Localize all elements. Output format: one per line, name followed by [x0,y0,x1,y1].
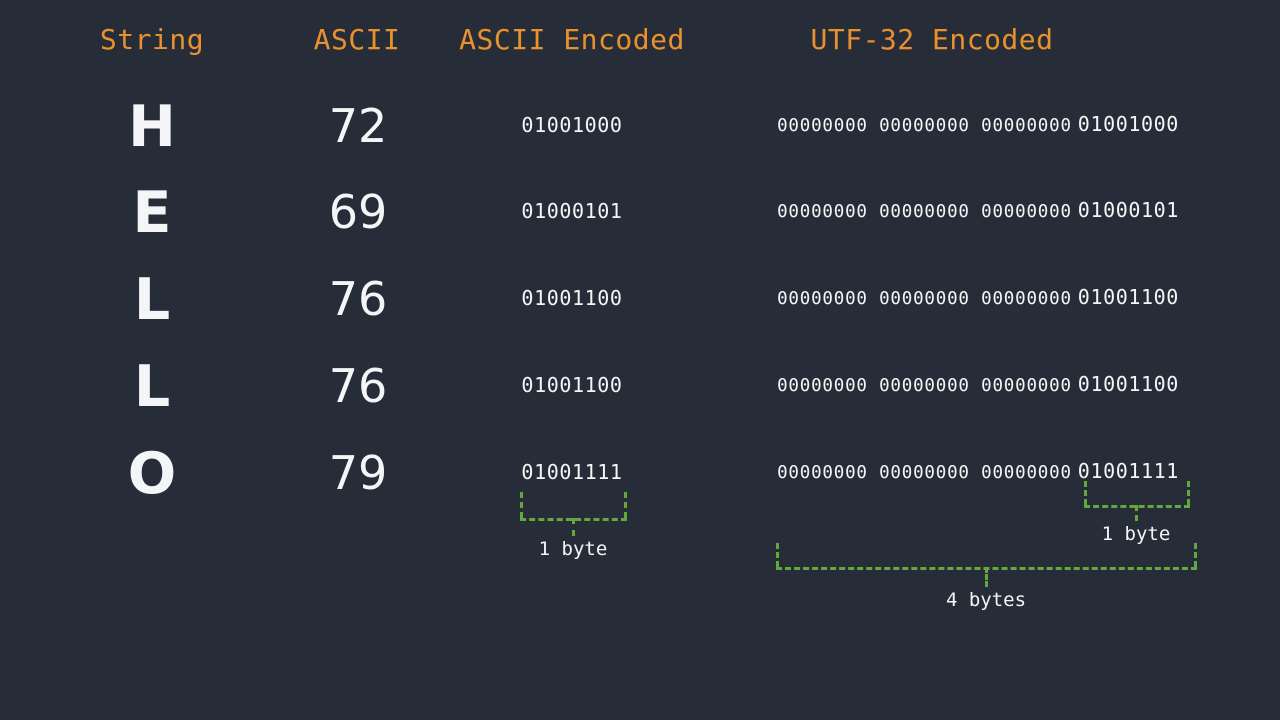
bracket-left-tick [776,543,779,567]
row-ascii-encoded: 01000101 [521,199,623,223]
row-ascii-code: 69 [328,185,388,239]
utf32-padding-bytes: 00000000 00000000 00000000 [777,289,1072,309]
utf32-padding-bytes: 00000000 00000000 00000000 [777,376,1072,396]
row-character: L [133,354,171,420]
row-character: E [132,180,172,246]
row-ascii-encoded: 01001100 [521,286,623,310]
row-ascii-code: 76 [328,272,388,326]
bracket-left-tick [1084,481,1087,505]
table-row: O 79 01001111 00000000 00000000 00000000… [0,442,1280,528]
bracket-stem [572,518,575,536]
utf32-payload-byte: 01001111 [1077,459,1179,483]
row-ascii-encoded: 01001000 [521,113,623,137]
bracket-label: 1 byte [1101,523,1171,545]
utf32-padding-bytes: 00000000 00000000 00000000 [777,463,1072,483]
bracket-right-tick [1187,481,1190,505]
bracket-right-tick [1194,543,1197,567]
utf32-one-byte-bracket: 1 byte [1084,481,1191,561]
column-header-utf32-encoded: UTF-32 Encoded [810,23,1054,56]
utf32-payload-byte: 01000101 [1077,198,1179,222]
utf32-padding-bytes: 00000000 00000000 00000000 [777,116,1072,136]
row-ascii-code: 79 [328,446,388,500]
column-header-ascii: ASCII [313,23,401,56]
table-row: L 76 01001100 00000000 00000000 00000000… [0,268,1280,354]
bracket-left-tick [520,492,523,518]
ascii-one-byte-bracket: 1 byte [520,492,627,572]
bracket-label: 1 byte [538,538,608,560]
row-ascii-encoded: 01001111 [521,460,623,484]
utf32-payload-byte: 01001100 [1077,372,1179,396]
utf32-four-bytes-bracket: 4 bytes [776,543,1198,633]
bracket-stem [1135,505,1138,521]
table-row: L 76 01001100 00000000 00000000 00000000… [0,355,1280,441]
bracket-right-tick [624,492,627,518]
utf32-padding-bytes: 00000000 00000000 00000000 [777,202,1072,222]
row-character: O [127,441,177,507]
row-ascii-code: 76 [328,359,388,413]
row-ascii-encoded: 01001100 [521,373,623,397]
utf32-payload-byte: 01001000 [1077,112,1179,136]
row-ascii-code: 72 [328,99,388,153]
column-header-string: String [99,23,205,56]
row-character: H [128,94,176,160]
utf32-payload-byte: 01001100 [1077,285,1179,309]
column-header-ascii-encoded: ASCII Encoded [459,23,685,56]
bracket-stem [985,567,988,587]
table-row: E 69 01000101 00000000 00000000 00000000… [0,181,1280,267]
bracket-label: 4 bytes [945,589,1027,611]
row-character: L [133,267,171,333]
table-row: H 72 01001000 00000000 00000000 00000000… [0,95,1280,181]
